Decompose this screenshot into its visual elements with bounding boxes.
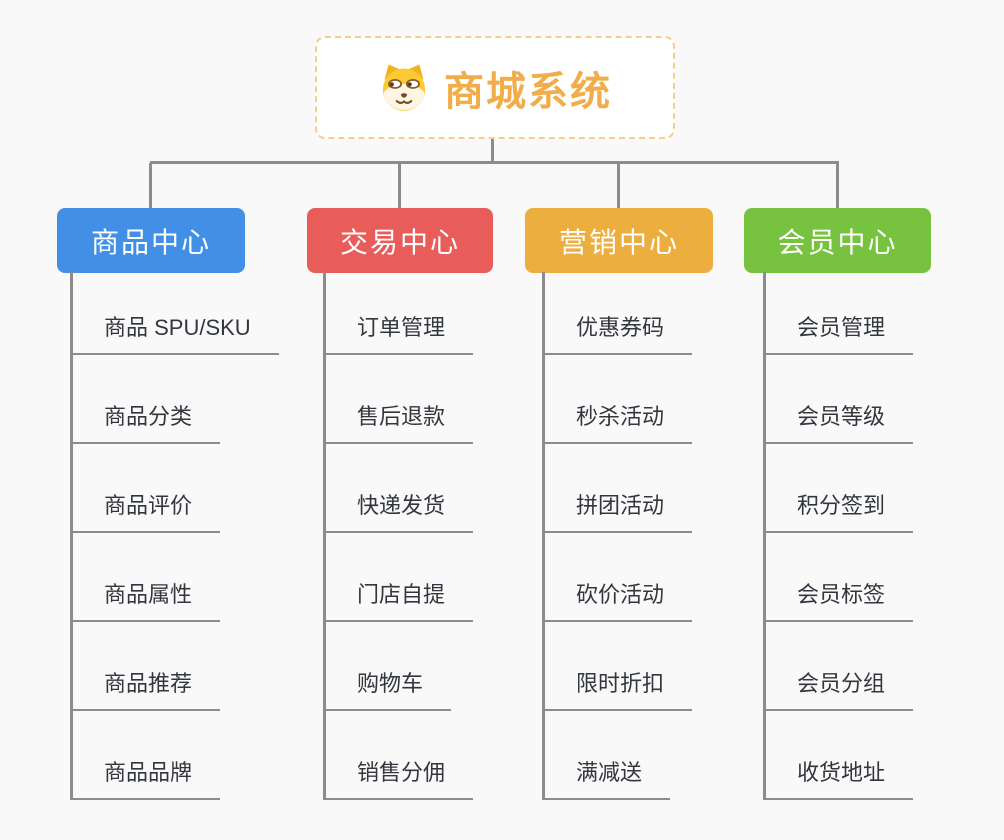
branch-topic-label: 商品中心 xyxy=(90,226,211,258)
branch-topic-label: 会员中心 xyxy=(777,226,898,258)
leaf-topic-label: 会员标签 xyxy=(763,577,914,622)
leaf-topic[interactable]: 会员等级 xyxy=(763,355,1004,444)
leaf-topic[interactable]: 会员分组 xyxy=(763,622,1004,711)
leaf-topic[interactable]: 商品属性 xyxy=(70,533,320,622)
leaf-topic-label: 销售分佣 xyxy=(323,755,474,800)
leaf-topic-label: 秒杀活动 xyxy=(542,399,693,444)
leaf-topic[interactable]: 商品 SPU/SKU xyxy=(70,272,320,355)
leaf-topic-label: 购物车 xyxy=(323,666,452,711)
leaf-topic-label: 商品评价 xyxy=(70,488,221,533)
leaf-topic-label: 会员等级 xyxy=(763,399,914,444)
leaf-topic[interactable]: 商品推荐 xyxy=(70,622,320,711)
branch-drop-connector xyxy=(617,163,620,209)
leaf-topic[interactable]: 优惠券码 xyxy=(542,272,792,355)
leaf-topic-label: 限时折扣 xyxy=(542,666,693,711)
leaf-topic[interactable]: 会员标签 xyxy=(763,533,1004,622)
branch-topic-label: 营销中心 xyxy=(558,226,679,258)
branch-topic-members[interactable]: 会员中心 xyxy=(744,208,931,273)
leaf-topic-label: 砍价活动 xyxy=(542,577,693,622)
leaf-topic[interactable]: 拼团活动 xyxy=(542,444,792,533)
leaf-topic-label: 订单管理 xyxy=(323,310,474,355)
leaf-topic-label: 售后退款 xyxy=(323,399,474,444)
leaf-topic[interactable]: 商品分类 xyxy=(70,355,320,444)
leaf-topic-label: 商品推荐 xyxy=(70,666,221,711)
root-topic[interactable]: 商城系统 xyxy=(315,36,675,139)
leaf-topic-label: 会员管理 xyxy=(763,310,914,355)
leaf-topic-label: 商品分类 xyxy=(70,399,221,444)
leaf-topic[interactable]: 销售分佣 xyxy=(323,711,573,800)
leaf-topic[interactable]: 收货地址 xyxy=(763,711,1004,800)
leaf-topic[interactable]: 售后退款 xyxy=(323,355,573,444)
leaf-topic-label: 商品 SPU/SKU xyxy=(70,310,279,355)
root-stem-connector xyxy=(491,139,494,163)
leaf-column-products: 商品 SPU/SKU 商品分类 商品评价 商品属性 商品推荐 商品品牌 xyxy=(70,272,320,800)
branch-topic-products[interactable]: 商品中心 xyxy=(57,208,245,273)
branch-drop-connector xyxy=(836,163,839,209)
branch-drop-connector xyxy=(149,163,152,209)
leaf-topic-label: 优惠券码 xyxy=(542,310,693,355)
leaf-topic-label: 快递发货 xyxy=(323,488,474,533)
leaf-topic-label: 拼团活动 xyxy=(542,488,693,533)
leaf-topic-label: 门店自提 xyxy=(323,577,474,622)
branch-drop-connector xyxy=(398,163,401,209)
leaf-topic[interactable]: 商品品牌 xyxy=(70,711,320,800)
root-topic-label: 商城系统 xyxy=(444,69,612,114)
branch-topic-trade[interactable]: 交易中心 xyxy=(307,208,493,273)
leaf-topic-label: 商品品牌 xyxy=(70,755,221,800)
branch-topic-label: 交易中心 xyxy=(339,226,460,258)
leaf-topic[interactable]: 砍价活动 xyxy=(542,533,792,622)
leaf-topic[interactable]: 订单管理 xyxy=(323,272,573,355)
leaf-topic[interactable]: 会员管理 xyxy=(763,272,1004,355)
leaf-topic[interactable]: 满减送 xyxy=(542,711,792,800)
leaf-topic[interactable]: 秒杀活动 xyxy=(542,355,792,444)
leaf-column-trade: 订单管理 售后退款 快递发货 门店自提 购物车 销售分佣 xyxy=(323,272,573,800)
leaf-topic-label: 会员分组 xyxy=(763,666,914,711)
leaf-topic[interactable]: 快递发货 xyxy=(323,444,573,533)
leaf-topic[interactable]: 购物车 xyxy=(323,622,573,711)
branch-bus-connector xyxy=(150,161,839,164)
leaf-topic-label: 收货地址 xyxy=(763,755,914,800)
leaf-column-members: 会员管理 会员等级 积分签到 会员标签 会员分组 收货地址 xyxy=(763,272,1004,800)
leaf-topic-label: 满减送 xyxy=(542,755,671,800)
leaf-topic[interactable]: 商品评价 xyxy=(70,444,320,533)
leaf-topic[interactable]: 门店自提 xyxy=(323,533,573,622)
dog-face-icon xyxy=(382,63,426,111)
leaf-topic-label: 积分签到 xyxy=(763,488,914,533)
leaf-column-marketing: 优惠券码 秒杀活动 拼团活动 砍价活动 限时折扣 满减送 xyxy=(542,272,792,800)
branch-topic-marketing[interactable]: 营销中心 xyxy=(525,208,713,273)
leaf-topic[interactable]: 积分签到 xyxy=(763,444,1004,533)
leaf-topic[interactable]: 限时折扣 xyxy=(542,622,792,711)
leaf-topic-label: 商品属性 xyxy=(70,577,221,622)
